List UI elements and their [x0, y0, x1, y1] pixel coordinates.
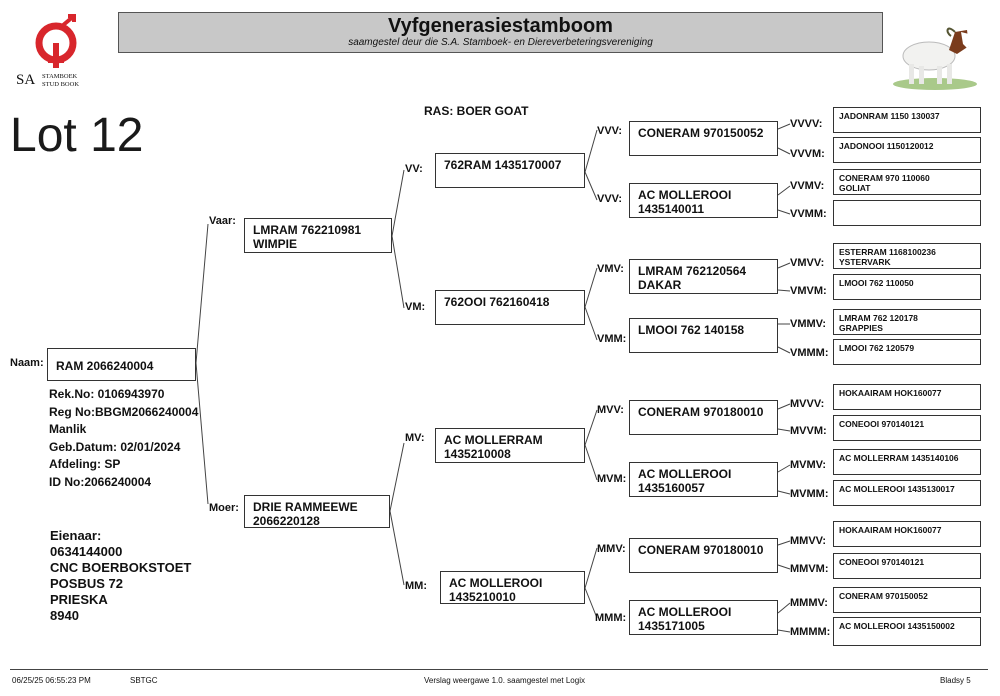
dam-label: Moer:	[209, 502, 239, 514]
vvmv-box: CONERAM 970 110060 GOLIAT	[833, 169, 981, 195]
vvmm-box	[833, 200, 981, 226]
goat-icon	[893, 27, 977, 90]
mvv-box: CONERAM 970180010	[629, 400, 778, 435]
mmmm-box: AC MOLLEROOI 1435150002	[833, 617, 981, 646]
mvvm-label: MVVM:	[790, 425, 827, 437]
footer-page: Bladsy 5	[940, 676, 971, 685]
mm-label: MM:	[405, 580, 427, 592]
vvvv-box: JADONRAM 1150 130037	[833, 107, 981, 133]
vmvv-box: ESTERRAM 1168100236 YSTERVARK	[833, 243, 981, 269]
footer-version: Verslag weergawe 1.0. saamgestel met Log…	[424, 676, 585, 685]
lot-number: Lot 12	[10, 109, 144, 162]
vvv-box: CONERAM 970150052	[629, 121, 778, 156]
vvm-box: AC MOLLEROOI 1435140011	[629, 183, 778, 218]
vvmm-label: VVMM:	[790, 208, 827, 220]
mvmm-box: AC MOLLEROOI 1435130017	[833, 480, 981, 506]
vmv-label: VMV:	[597, 263, 624, 275]
vmv-box: LMRAM 762120564 DAKAR	[629, 259, 778, 294]
mv-box: AC MOLLERRAM 1435210008	[435, 428, 585, 463]
dam-box: DRIE RAMMEEWE 2066220128	[244, 495, 390, 528]
vmm-label: VMM:	[597, 333, 627, 345]
mvm-label: MVM:	[597, 473, 627, 485]
footer-divider	[10, 669, 988, 670]
mmvv-box: HOKAAIRAM HOK160077	[833, 521, 981, 547]
vvvv-label: VVVV:	[790, 118, 823, 130]
mvmv-label: MVMV:	[790, 459, 827, 471]
vmmm-label: VMMM:	[790, 347, 829, 359]
mmmv-box: CONERAM 970150052	[833, 587, 981, 613]
vvm-label: VVV:	[597, 193, 623, 205]
sa-studbook-logo-icon	[35, 14, 77, 68]
mmm-box: AC MOLLEROOI 1435171005	[629, 600, 778, 635]
vvv-label: VVV:	[597, 125, 623, 137]
logo-sa-text: SA	[16, 72, 36, 88]
vvvm-box: JADONOOI 1150120012	[833, 137, 981, 163]
animal-details: Rek.No: 0106943970 Reg No:BBGM2066240004…	[49, 387, 199, 489]
vm-box: 762OOI 762160418	[435, 290, 585, 325]
page-title: Vyfgenerasiestamboom	[388, 15, 613, 37]
page-subtitle: saamgestel deur die S.A. Stamboek- en Di…	[348, 37, 653, 48]
mmv-box: CONERAM 970180010	[629, 538, 778, 573]
vm-label: VM:	[405, 301, 426, 313]
mm-box: AC MOLLEROOI 1435210010	[440, 571, 585, 604]
vmmv-label: VMMV:	[790, 318, 827, 330]
mvv-label: MVV:	[597, 404, 624, 416]
sire-label: Vaar:	[209, 215, 236, 227]
mvmv-box: AC MOLLERRAM 1435140106	[833, 449, 981, 475]
footer-code: SBTGC	[130, 676, 158, 685]
mmmm-label: MMMM:	[790, 626, 831, 638]
mv-label: MV:	[405, 432, 425, 444]
mmm-label: MMM:	[595, 612, 627, 624]
mmvv-label: MMVV:	[790, 535, 827, 547]
vmvm-label: VMVM:	[790, 285, 827, 297]
vmm-box: LMOOI 762 140158	[629, 318, 778, 353]
mmvm-box: CONEOOI 970140121	[833, 553, 981, 579]
vv-box: 762RAM 1435170007	[435, 153, 585, 188]
studbook-logo: SA STAMBOEK STUD BOOK	[10, 10, 102, 95]
footer-datetime: 06/25/25 06:55:23 PM	[12, 676, 91, 685]
mmmv-label: MMMV:	[790, 597, 828, 609]
mvvm-box: CONEOOI 970140121	[833, 415, 981, 441]
title-bar: Vyfgenerasiestamboom saamgestel deur die…	[118, 12, 883, 53]
mmv-label: MMV:	[597, 543, 626, 555]
vmvv-label: VMVV:	[790, 257, 825, 269]
owner-details: Eienaar: 0634144000 CNC BOERBOKSTOET POS…	[50, 528, 192, 623]
vvmv-label: VVMV:	[790, 180, 825, 192]
animal-name-box: RAM 2066240004	[47, 348, 196, 381]
logo-studbook-text: STUD BOOK	[42, 81, 80, 88]
vv-label: VV:	[405, 163, 423, 175]
mmvm-label: MMVM:	[790, 563, 829, 575]
vvvm-label: VVVM:	[790, 148, 825, 160]
mvm-box: AC MOLLEROOI 1435160057	[629, 462, 778, 497]
sire-box: LMRAM 762210981 WIMPIE	[244, 218, 392, 253]
animal-name-label: Naam:	[10, 357, 44, 369]
vmmv-box: LMRAM 762 120178 GRAPPIES	[833, 309, 981, 335]
breed-label: RAS: BOER GOAT	[424, 104, 529, 118]
logo-stamboek-text: STAMBOEK	[42, 73, 78, 80]
boer-goat-image	[885, 10, 985, 92]
mvmm-label: MVMM:	[790, 488, 829, 500]
vmmm-box: LMOOI 762 120579	[833, 339, 981, 365]
mvvv-box: HOKAAIRAM HOK160077	[833, 384, 981, 410]
vmvm-box: LMOOI 762 110050	[833, 274, 981, 300]
mvvv-label: MVVV:	[790, 398, 825, 410]
